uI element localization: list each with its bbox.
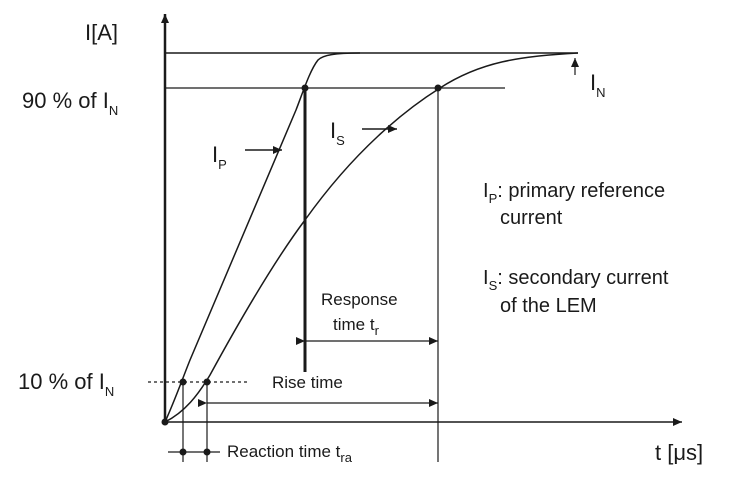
legend-ip-line2: current bbox=[500, 207, 563, 229]
legend-is: IS: secondary current bbox=[483, 267, 669, 293]
point-is-10 bbox=[203, 378, 211, 386]
ip-curve bbox=[164, 52, 361, 423]
point-is-90 bbox=[434, 84, 442, 92]
is-curve-label: IS bbox=[330, 118, 345, 148]
legend-is-line2: of the LEM bbox=[500, 295, 597, 317]
legend-ip: IP: primary reference bbox=[483, 180, 665, 206]
response-time-label-line1: Response bbox=[321, 290, 398, 309]
point-ip-90 bbox=[301, 84, 309, 92]
reaction-time-label: Reaction time tra bbox=[227, 442, 353, 465]
ip-curve-label: IP bbox=[212, 142, 227, 172]
y-axis-label: I[A] bbox=[85, 20, 118, 45]
is-curve bbox=[164, 52, 579, 423]
rise-time-label: Rise time bbox=[272, 373, 343, 392]
response-time-label-line2: time tr bbox=[333, 315, 380, 338]
pct10-label: 10 % of IN bbox=[18, 369, 114, 399]
point-ip-10 bbox=[179, 378, 187, 386]
in-label: IN bbox=[590, 70, 606, 100]
pct90-label: 90 % of IN bbox=[22, 88, 118, 118]
x-axis-label: t [μs] bbox=[655, 440, 703, 465]
point-origin bbox=[161, 418, 169, 426]
